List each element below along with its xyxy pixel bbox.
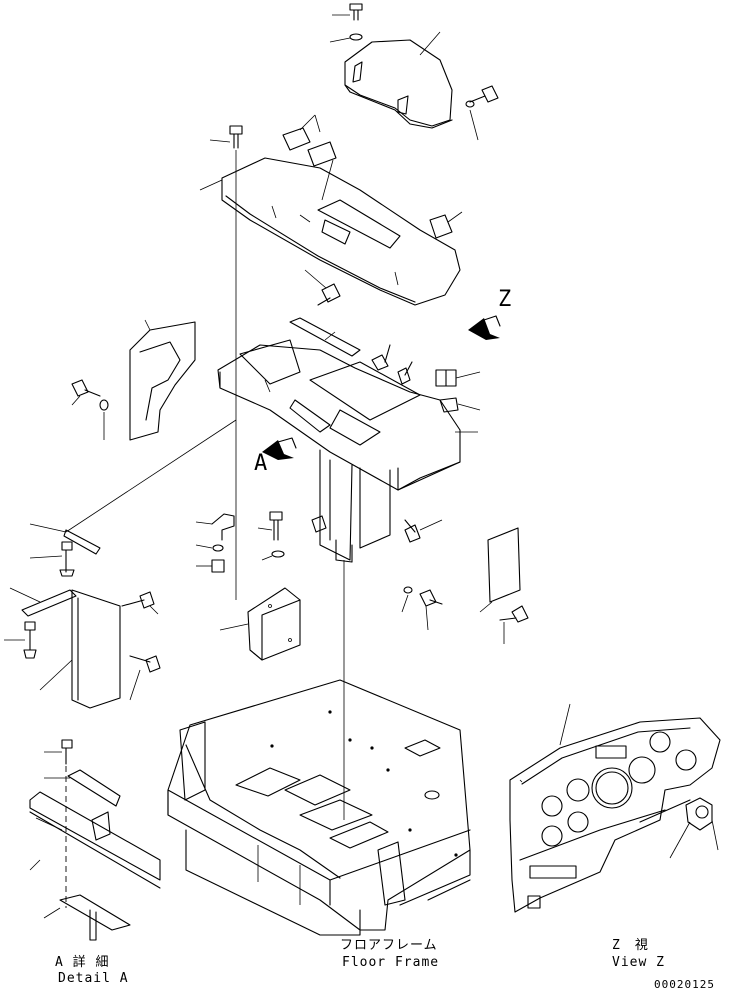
upper-console: [199, 157, 461, 306]
main-console-body: [217, 339, 478, 491]
side-bolt-right: [465, 85, 499, 141]
relay-block: [435, 369, 481, 387]
nut-small: [195, 544, 225, 573]
switch-small: [429, 211, 463, 239]
view-z-arrow-letter: Z: [498, 287, 513, 312]
bolt-left-side: [71, 379, 109, 440]
left-bracket-rod: [29, 419, 237, 555]
arrow-z: [468, 315, 501, 340]
column-bolt: [404, 519, 443, 543]
left-bolt-3: [129, 655, 161, 701]
view-z-title-en: View Z: [612, 955, 665, 970]
left-bolt-2: [121, 591, 159, 615]
bracket-plate: [219, 587, 301, 661]
floor-frame-title-jp: フロアフレーム: [340, 938, 438, 953]
arrow-a: [262, 437, 297, 460]
hex-bolt-console-b: [397, 361, 413, 385]
hose-elbow: [195, 513, 235, 541]
floor-frame: [167, 679, 471, 936]
tube-bracket: [289, 317, 361, 357]
left-bolt-1: [29, 541, 75, 577]
left-side-cover: [129, 319, 196, 441]
hex-bolt-console-a: [371, 344, 391, 371]
right-plate: [479, 527, 521, 613]
detail-a-title-en: Detail A: [58, 971, 129, 986]
detail-a: [29, 739, 161, 941]
bolt-center-left: [257, 511, 285, 561]
connector-pin: [311, 515, 327, 533]
floor-frame-title-en: Floor Frame: [342, 955, 440, 970]
switch-block-top: [282, 114, 337, 201]
detail-a-arrow-letter: A: [254, 451, 269, 476]
bolt-far-right: [499, 605, 529, 644]
view-z-panel: [509, 703, 721, 913]
center-bolt: [304, 269, 341, 306]
washer-bolt-right: [401, 586, 443, 631]
top-bolt: [329, 3, 363, 43]
left-bolt-4: [4, 621, 37, 659]
detail-a-title-jp: A 詳 細: [55, 955, 110, 970]
drawing-number: 00020125: [654, 978, 715, 991]
relay-clip: [439, 397, 481, 413]
column-post: [319, 449, 391, 820]
left-panel: [9, 587, 121, 709]
view-z-title-jp: Z 視: [612, 938, 649, 953]
top-cover: [344, 31, 453, 129]
bolt-upper-left: [209, 125, 243, 600]
